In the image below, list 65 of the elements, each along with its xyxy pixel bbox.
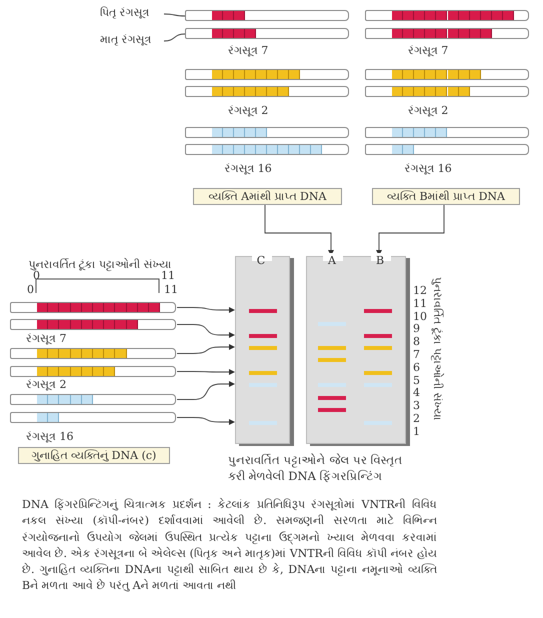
chromosome-bar [185, 144, 349, 155]
chromosome-bar [10, 319, 176, 330]
chromosome-bar [185, 69, 349, 80]
scale-number: 8 [413, 335, 420, 350]
chromosome-label: રંગસૂત્ર 7 [408, 44, 448, 58]
scale-number: 0 [27, 283, 34, 297]
chromosome-bar [365, 28, 529, 39]
axis-title: પુનરાવર્તિત ટૂંકા પટ્ટાઓની સંખ્યા [28, 258, 172, 271]
chromosome-label: રંગસૂત્ર 2 [408, 104, 448, 118]
figure-caption: DNA ફિંગરપ્રિન્ટિંગનું ચિત્રાત્મક પ્રદર્શન : કેટલાંક પ્રતિનિધિરૂપ રંગસૂત્રોમાં VNTRની વિવિધ નકલ સંખ્યા (કૉપી-નંબર) દર્શાવવામાં આવેલી છે. સમજણની સરળતા માટે વિભિન્ન રંગયોજનાનો ઉપયોગ જેલમાં ઉપસ્થિત પ્રત્યેક પટ્ટાના ઉદ્ગમનો ખ્યાલ મેળવવા કરવામાં આવેલ છે. એક રંગસૂત્રના બે એલેલ્સ (પિતૃક અને માતૃક)માં VNTRની વિવિધ કૉપી નંબર હોય છે. ગુનાહિત વ્યક્તિના DNAના પટ્ટાથી સાબિત થાય છે કે, DNAના પટ્ટાના નમૂનાઓ વ્યક્તિ Bને મળતા આવે છે પરંતુ Aને મળતાં આવતા નથી [22, 497, 437, 594]
scale-number: 6 [413, 360, 420, 375]
chromosome-label: રંગસૂત્ર 7 [26, 332, 66, 346]
chromosome-bar [10, 348, 176, 359]
scale-number: 11 [161, 269, 175, 283]
chromosome-bar [185, 28, 349, 39]
chromosome-bar [365, 144, 529, 155]
chromosome-bar [365, 127, 529, 138]
arrow [176, 369, 235, 375]
chromosome-bar [365, 86, 529, 97]
chromosome-bar [10, 412, 176, 423]
chromosome-label: રંગસૂત્ર 16 [26, 430, 74, 444]
gel-caption: પુનરાવર્તિત પટ્ટાઓને જેલ પર વિસ્તૃત કરી મેળવેલી DNA ફિંગરપ્રિન્ટિંગ [228, 452, 404, 484]
chromosome-bar [185, 10, 349, 21]
leader-line [164, 34, 186, 42]
leader-line [164, 14, 186, 16]
chromosome-bar [365, 69, 529, 80]
chromosome-bar [10, 302, 176, 313]
caption-box: વ્યક્તિ Bમાંથી પ્રાપ્ત DNA [372, 188, 520, 205]
chromosome-bar [10, 394, 176, 405]
arrow [376, 204, 444, 256]
scale-number: 3 [413, 399, 420, 414]
axis-title: પુનરાવર્તિત ટૂંકા પટ્ટાઓની સંખ્યા [430, 277, 444, 420]
scale-number: 5 [413, 374, 420, 388]
scale-number: 1 [413, 424, 420, 439]
chromosome-bar [185, 86, 349, 97]
lane-label: A [327, 255, 337, 267]
scale-number: 11 [413, 296, 427, 311]
arrow [264, 204, 334, 256]
lane-label: C [256, 255, 266, 267]
scale-number: 0 [33, 269, 40, 283]
chromosome-label: રંગસૂત્ર 7 [228, 44, 268, 58]
scale-number: 7 [413, 348, 420, 362]
chromosome-label: રંગસૂત્ર 16 [224, 162, 272, 176]
chromosome-bar [365, 10, 529, 21]
chromosome-label: પિતૃ રંગસૂત્ર [100, 6, 150, 20]
arrow [176, 324, 235, 338]
caption-box: વ્યક્તિ Aમાંથી પ્રાપ્ત DNA [193, 188, 342, 205]
arrow [176, 381, 235, 400]
scale-number: 9 [413, 322, 420, 336]
chromosome-label: માતૃ રંગસૂત્ર [100, 33, 152, 47]
chromosome-label: રંગસૂત્ર 2 [228, 104, 268, 118]
scale-number: 10 [413, 310, 427, 324]
scale-number: 12 [413, 284, 427, 298]
caption-box: ગુનાહિત વ્યક્તિનું DNA (c) [18, 447, 170, 464]
chromosome-label: રંગસૂત્ર 16 [404, 162, 452, 176]
chromosome-bar [10, 366, 176, 377]
arrow [176, 344, 235, 354]
arrow [176, 417, 235, 425]
arrow [176, 307, 235, 313]
scale-number: 11 [164, 283, 178, 297]
chromosome-bar [185, 127, 349, 138]
chromosome-label: રંગસૂત્ર 2 [26, 378, 66, 392]
lane-label: B [374, 255, 386, 267]
scale-number: 4 [413, 386, 420, 400]
scale-number: 2 [413, 412, 420, 426]
